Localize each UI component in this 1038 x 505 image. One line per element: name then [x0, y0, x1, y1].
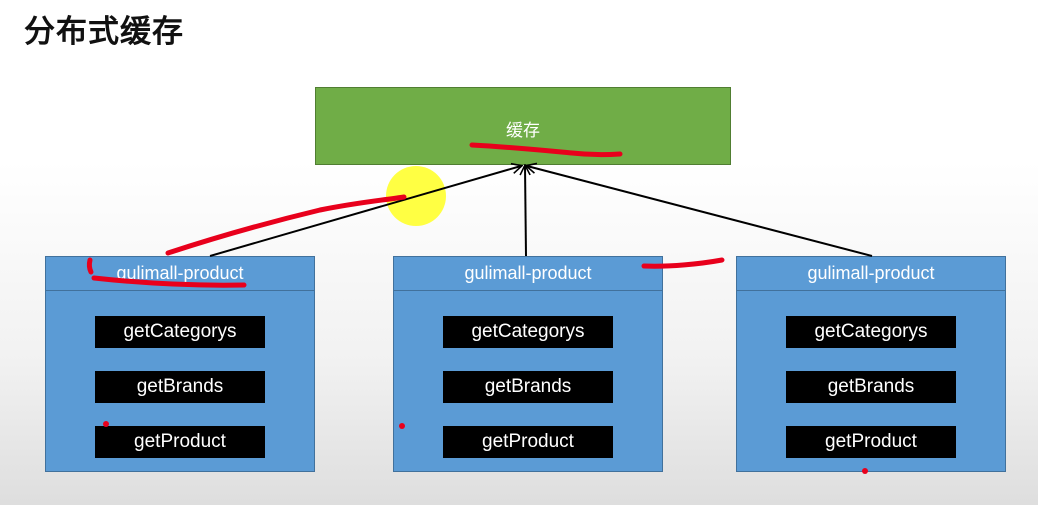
service-name: gulimall-product: [46, 257, 314, 291]
service-name: gulimall-product: [394, 257, 662, 291]
service-box-1: gulimall-product getCategorys getBrands …: [45, 256, 315, 472]
method-get-brands: getBrands: [786, 371, 956, 403]
method-get-product: getProduct: [443, 426, 613, 458]
freehand-stroke: [165, 194, 407, 256]
method-get-categorys: getCategorys: [443, 316, 613, 348]
arrow-service-1-to-cache: [209, 166, 521, 257]
service-name: gulimall-product: [737, 257, 1005, 291]
method-get-product: getProduct: [786, 426, 956, 458]
service-box-2: gulimall-product getCategorys getBrands …: [393, 256, 663, 472]
arrow-service-2-to-cache: [525, 166, 526, 257]
arrow-service-3-to-cache: [527, 166, 873, 257]
method-get-brands: getBrands: [95, 371, 265, 403]
method-get-categorys: getCategorys: [786, 316, 956, 348]
method-get-brands: getBrands: [443, 371, 613, 403]
cache-label: 缓存: [506, 121, 540, 141]
cursor-highlight: [386, 166, 446, 226]
method-get-product: getProduct: [95, 426, 265, 458]
cache-box: 缓存: [315, 87, 731, 165]
page-title: 分布式缓存: [24, 14, 184, 50]
method-get-categorys: getCategorys: [95, 316, 265, 348]
service-box-3: gulimall-product getCategorys getBrands …: [736, 256, 1006, 472]
